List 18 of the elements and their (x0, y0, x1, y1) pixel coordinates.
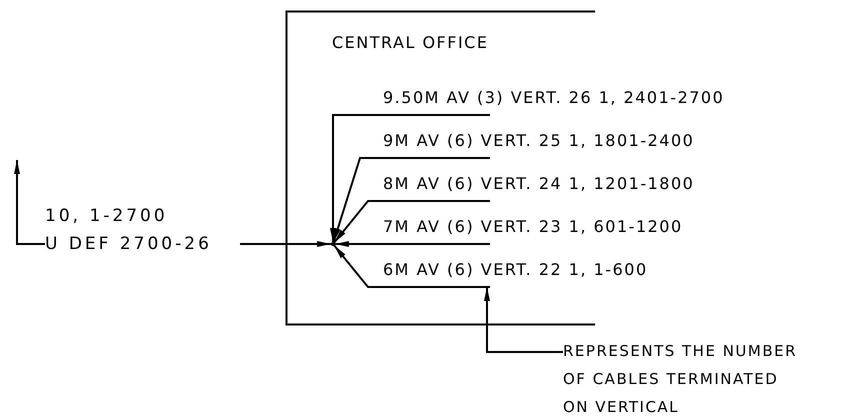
note-text: REPRESENTS THE NUMBER OF CABLES TERMINATED ON VERTICAL (563, 337, 803, 420)
cable-label: 10, 1-2700 (45, 205, 168, 228)
cable-label: 7M AV (6) VERT. 23 1, 601-1200 (383, 214, 823, 244)
arrow (333, 200, 490, 244)
arrow (240, 241, 331, 247)
arrow (333, 244, 490, 288)
office-title: CENTRAL OFFICE (332, 32, 488, 54)
leader-line (484, 287, 563, 353)
arrow (14, 160, 45, 245)
cable-label: 8M AV (6) VERT. 24 1, 1201-1800 (383, 171, 823, 201)
arrow (332, 157, 490, 242)
cable-label: 9M AV (6) VERT. 25 1, 1801-2400 (383, 128, 823, 158)
arrow (330, 114, 490, 242)
cable-label: U DEF 2700-26 (45, 233, 212, 256)
cable-label: 9.50M AV (3) VERT. 26 1, 2401-2700 (383, 85, 823, 115)
junction-point (331, 242, 335, 246)
arrow (335, 241, 490, 247)
cable-label: 6M AV (6) VERT. 22 1, 1-600 (383, 257, 823, 287)
